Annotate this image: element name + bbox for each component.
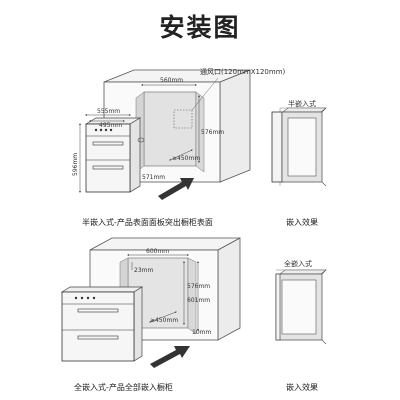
right-bottom-label: 全嵌入式 xyxy=(284,259,312,268)
right-top-label: 半嵌入式 xyxy=(288,99,316,108)
dim-top-cabinet-width: 560mm xyxy=(160,77,183,84)
insert-arrow xyxy=(158,178,194,200)
bottom-product-front xyxy=(61,291,135,362)
right-top-caption: 嵌入效果 xyxy=(286,218,318,227)
vent-label: 通风口(120mmX120mm) xyxy=(200,67,286,76)
dim-top-panel-width: 555mm xyxy=(97,108,120,115)
dim-top-panel-height: 596mm xyxy=(72,153,79,176)
dim-bottom-outer-height: 601mm xyxy=(187,297,210,304)
dim-top-opening-depth: ≥450mm xyxy=(172,155,200,162)
top-cabinet-diagram: 通风口(120mmX120mm) 560mm 576mm ≥450mm 555m… xyxy=(72,67,286,200)
dim-bottom-gap: 23mm xyxy=(134,267,153,274)
right-bottom-effect: 全嵌入式 xyxy=(275,259,327,345)
right-bottom-caption: 嵌入效果 xyxy=(286,383,318,392)
vent-opening xyxy=(173,109,193,129)
dim-top-body-width: 495mm xyxy=(99,122,122,129)
right-top-effect: 半嵌入式 xyxy=(271,99,327,187)
dim-bottom-opening-height: 576mm xyxy=(187,283,210,290)
bottom-caption: 全嵌入式-产品全部嵌入橱柜 xyxy=(74,383,173,392)
bottom-cabinet-diagram: 600mm 23mm 576mm 601mm ≥450mm 10mm xyxy=(60,237,241,368)
dim-top-opening-height: 576mm xyxy=(201,129,224,136)
dim-bottom-bottom-gap: 10mm xyxy=(192,329,211,336)
dim-bottom-opening-depth: ≥450mm xyxy=(150,317,178,324)
dim-bottom-cabinet-width: 600mm xyxy=(146,248,169,255)
top-product-front xyxy=(85,123,131,193)
insert-arrow xyxy=(150,346,190,368)
top-caption: 半嵌入式-产品表面面板突出橱柜表面 xyxy=(82,218,213,227)
dim-top-body-depth: 571mm xyxy=(142,174,165,181)
page-title: 安装图 xyxy=(159,13,241,42)
